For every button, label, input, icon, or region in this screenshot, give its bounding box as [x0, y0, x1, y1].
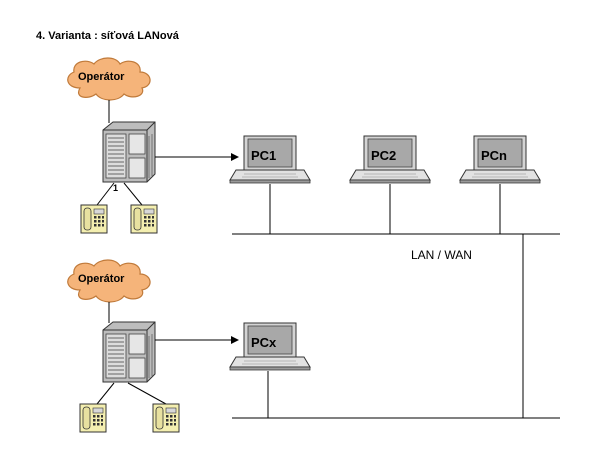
- phone-link: [127, 382, 167, 405]
- laptop-pcx: PCx: [229, 322, 311, 371]
- pc2-label: PC2: [371, 148, 396, 163]
- pc1-label: PC1: [251, 148, 276, 163]
- operator-cloud-top: Operátor: [67, 57, 151, 101]
- phone-link: [123, 182, 143, 206]
- operator-label-top: Operátor: [78, 71, 125, 83]
- operator-cloud-bottom: Operátor: [67, 259, 151, 303]
- page-title: 4. Varianta : síťová LANová: [36, 30, 179, 42]
- operator-label-bottom: Operátor: [78, 273, 125, 285]
- lan-wan-label: LAN / WAN: [411, 248, 472, 262]
- phone-link: [96, 382, 115, 405]
- phone-icon: [80, 204, 108, 234]
- phone-icon: [152, 403, 180, 433]
- pcn-label: PCn: [481, 148, 507, 163]
- pbx-bottom: [102, 321, 156, 383]
- laptop-pcn: PCn: [459, 135, 541, 184]
- pbx-top: [102, 121, 156, 183]
- phone-icon: [130, 204, 158, 234]
- port-label-top: 1: [113, 183, 118, 193]
- pcx-label: PCx: [251, 335, 277, 350]
- laptop-pc2: PC2: [349, 135, 431, 184]
- laptop-pc1: PC1: [229, 135, 311, 184]
- phone-link: [96, 182, 115, 206]
- phone-icon: [79, 403, 107, 433]
